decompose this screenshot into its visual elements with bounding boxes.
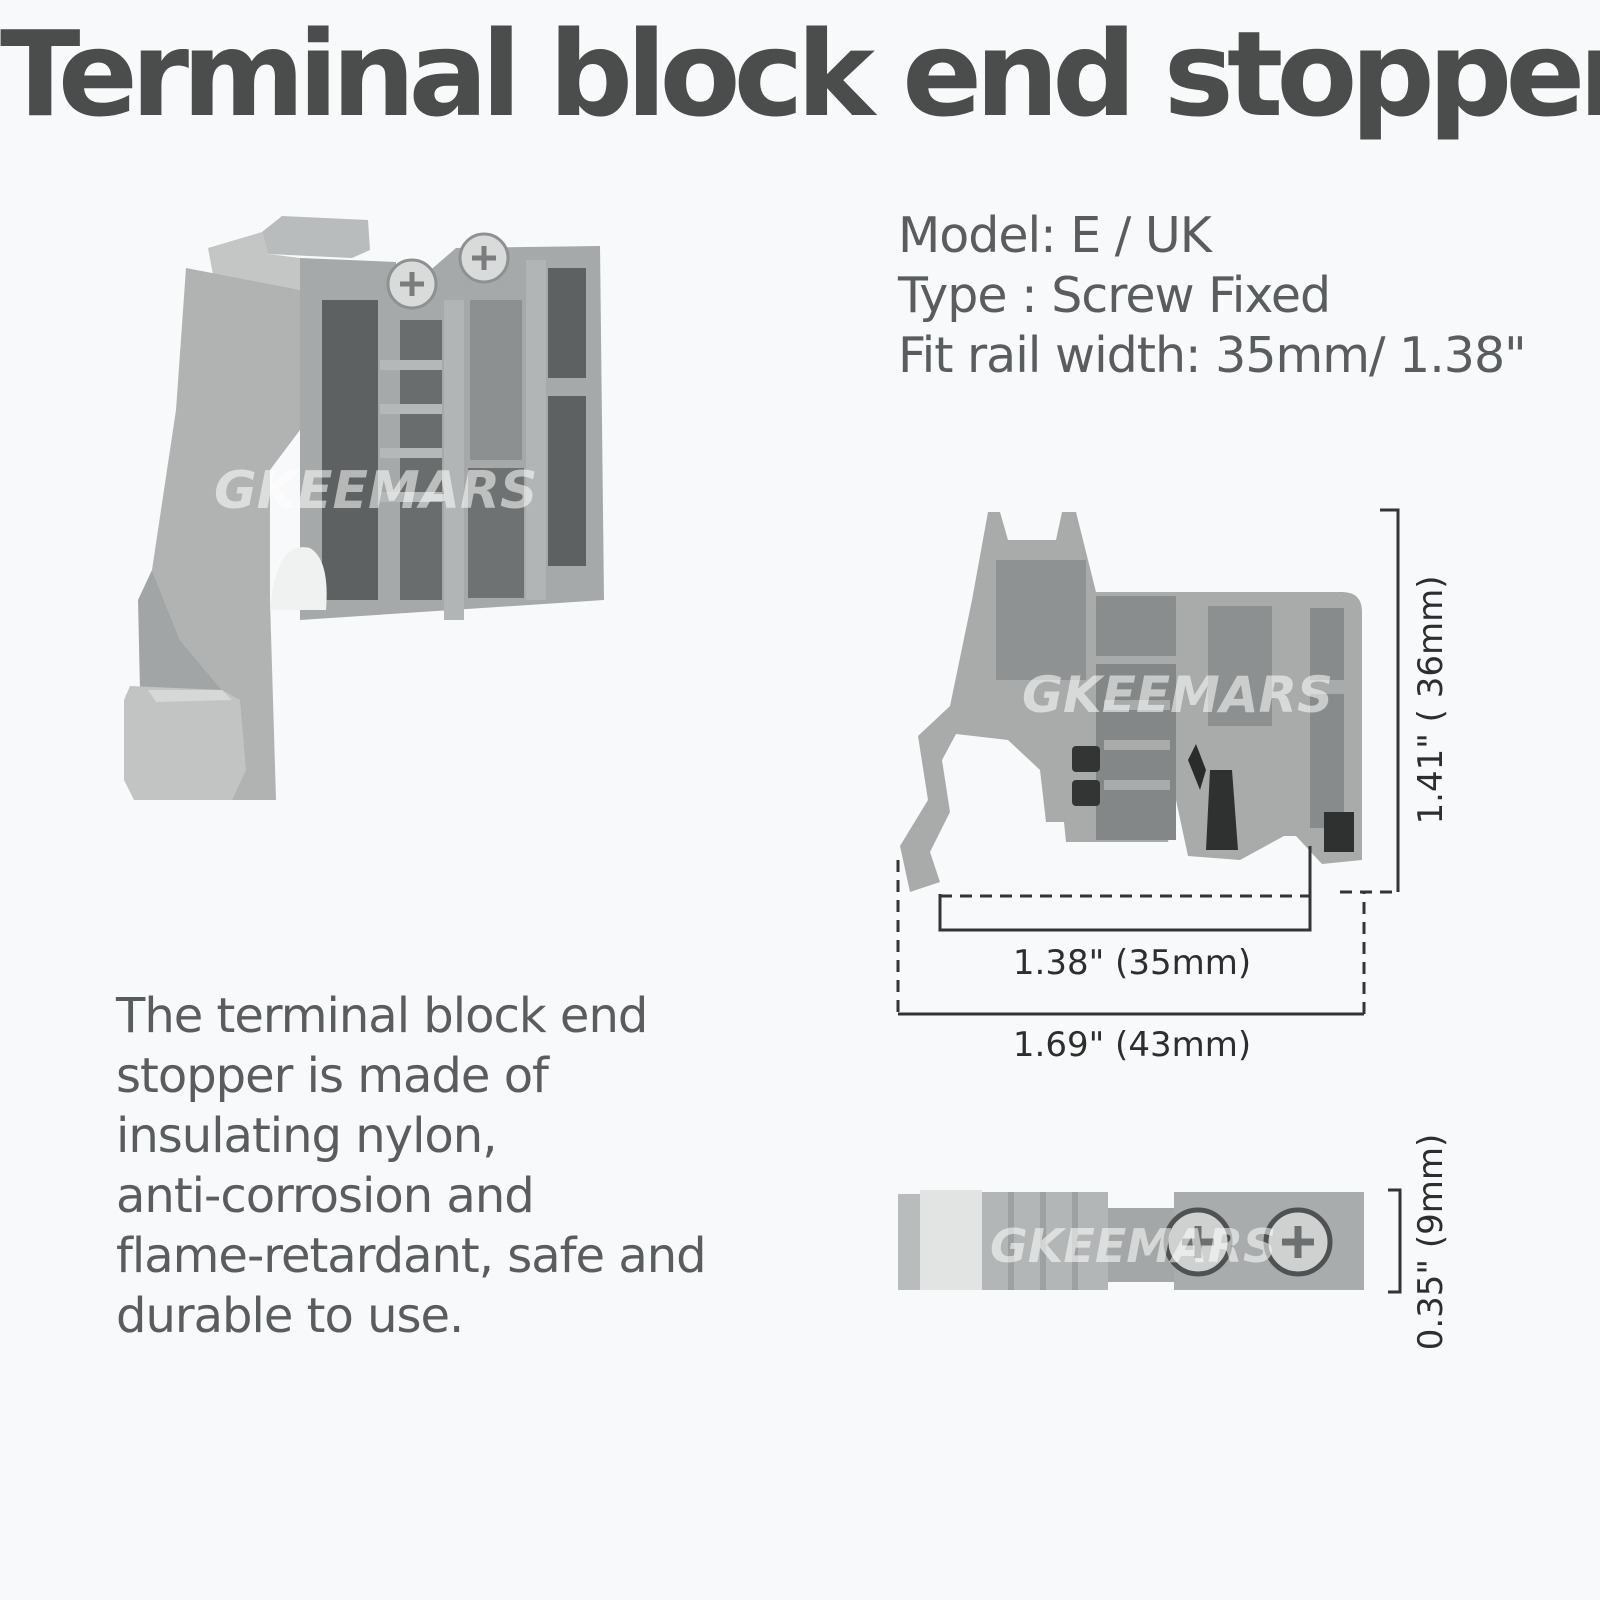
spec-model: Model: E / UK bbox=[898, 207, 1212, 264]
watermark-text: GKEEMARS bbox=[990, 1219, 1276, 1273]
screw-icon bbox=[458, 232, 510, 284]
product-description: The terminal block end stopper is made o… bbox=[116, 986, 776, 1346]
product-photo-3d: GKEEMARS bbox=[124, 216, 604, 800]
screw-icon bbox=[1163, 1207, 1233, 1277]
screw-icon bbox=[1263, 1207, 1333, 1277]
description-line: The terminal block end bbox=[116, 988, 648, 1044]
front-view-drawing: GKEEMARS bbox=[900, 512, 1362, 892]
watermark-text: GKEEMARS bbox=[214, 461, 538, 521]
description-line: durable to use. bbox=[116, 1288, 464, 1344]
description-line: anti-corrosion and bbox=[116, 1168, 535, 1224]
dimension-total-width: 1.69" (43mm) bbox=[1013, 1025, 1251, 1065]
description-line: stopper is made of bbox=[116, 1048, 549, 1104]
description-line: insulating nylon, bbox=[116, 1108, 497, 1164]
spec-rail-width: Fit rail width: 35mm/ 1.38" bbox=[898, 327, 1527, 384]
watermark-text: GKEEMARS bbox=[1022, 666, 1333, 724]
screw-icon bbox=[386, 258, 438, 310]
spec-type: Type : Screw Fixed bbox=[898, 267, 1331, 324]
dimension-height: 1.41" ( 36mm) bbox=[1411, 576, 1451, 825]
dimension-thickness: 0.35" (9mm) bbox=[1411, 1134, 1451, 1351]
spec-list: Model: E / UK Type : Screw Fixed Fit rai… bbox=[898, 206, 1527, 386]
top-view-drawing: GKEEMARS bbox=[898, 1190, 1364, 1290]
dimension-rail-width: 1.38" (35mm) bbox=[1013, 943, 1251, 983]
dimension-lines bbox=[896, 508, 1402, 1294]
description-line: flame-retardant, safe and bbox=[116, 1228, 707, 1284]
page-title: Terminal block end stopper bbox=[0, 5, 1600, 143]
